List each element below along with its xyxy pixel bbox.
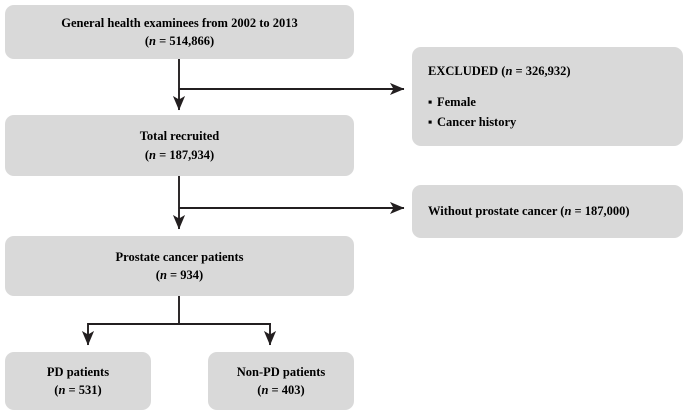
node-excluded-heading: EXCLUDED (n = 326,932) <box>428 62 571 80</box>
node-without-prostate-cancer-n-symbol: n <box>564 204 572 219</box>
node-prostate-cancer-patients-count: = 934) <box>166 268 204 282</box>
node-total-recruited-count: = 187,934) <box>155 147 215 162</box>
node-non-pd-patients: Non-PD patients (n = 403) <box>208 352 354 410</box>
node-pd-patients: PD patients (n = 531) <box>5 352 151 410</box>
node-total-recruited-line1: Total recruited <box>139 129 220 144</box>
node-total-recruited-line2: (n = 187,934) <box>145 146 214 164</box>
node-without-prostate-cancer-label: Without prostate cancer (n = 187,000) <box>428 202 630 220</box>
node-excluded-bullet-item: ▪ Female <box>428 93 516 111</box>
node-pd-patients-line2: (n = 531) <box>54 381 101 399</box>
node-non-pd-patients-count: = 403) <box>268 383 305 397</box>
node-total-recruited-n-symbol: n <box>149 147 156 162</box>
node-excluded: EXCLUDED (n = 326,932) ▪ Female ▪ Cancer h… <box>412 47 683 146</box>
node-without-prostate-cancer-prefix: Without prostate cancer ( <box>428 204 565 219</box>
node-prostate-cancer-patients-n-symbol: n <box>159 268 167 282</box>
node-source-cohort-n-symbol: n <box>149 34 156 48</box>
node-prostate-cancer-patients-line2: (n = 934) <box>156 266 203 284</box>
node-excluded-heading-prefix: EXCLUDED ( <box>428 64 506 79</box>
node-source-cohort: General health examinees from 2002 to 20… <box>5 5 354 59</box>
node-non-pd-patients-paren-open: ( <box>257 383 262 397</box>
node-without-prostate-cancer-count: = 187,000) <box>571 204 630 219</box>
node-excluded-n-symbol: n <box>505 64 513 79</box>
node-total-recruited: Total recruited (n = 187,934) <box>5 115 354 176</box>
node-excluded-bullet-list: ▪ Female ▪ Cancer history <box>428 92 516 130</box>
node-pd-patients-n-symbol: n <box>58 383 66 397</box>
node-source-cohort-line2: (n = 514,866) <box>145 32 214 50</box>
node-pd-patients-paren-open: ( <box>54 383 59 397</box>
node-without-prostate-cancer: Without prostate cancer (n = 187,000) <box>412 185 683 238</box>
bullet-square-icon: ▪ <box>428 95 433 110</box>
edge-prostate-split <box>81 296 277 346</box>
node-total-recruited-paren-open: ( <box>144 147 150 162</box>
node-pd-patients-count: = 531) <box>65 383 102 397</box>
node-excluded-bullet-item: ▪ Cancer history <box>428 113 516 131</box>
node-excluded-count: = 326,932) <box>512 64 571 79</box>
node-non-pd-patients-n-symbol: n <box>261 383 269 397</box>
node-prostate-cancer-patients-paren-open: ( <box>155 268 160 282</box>
node-excluded-bullet-label: Female <box>437 95 476 110</box>
node-prostate-cancer-patients: Prostate cancer patients (n = 934) <box>5 236 354 296</box>
node-source-cohort-paren-open: ( <box>144 34 150 48</box>
node-prostate-cancer-patients-line1: Prostate cancer patients <box>115 249 244 264</box>
node-non-pd-patients-line2: (n = 403) <box>257 381 304 399</box>
node-non-pd-patients-line1: Non-PD patients <box>236 364 326 379</box>
node-source-cohort-line1: General health examinees from 2002 to 20… <box>61 15 298 30</box>
node-excluded-bullet-label: Cancer history <box>437 114 517 129</box>
node-source-cohort-count: = 514,866) <box>155 34 215 48</box>
node-pd-patients-line1: PD patients <box>46 364 110 379</box>
bullet-square-icon: ▪ <box>428 114 433 129</box>
